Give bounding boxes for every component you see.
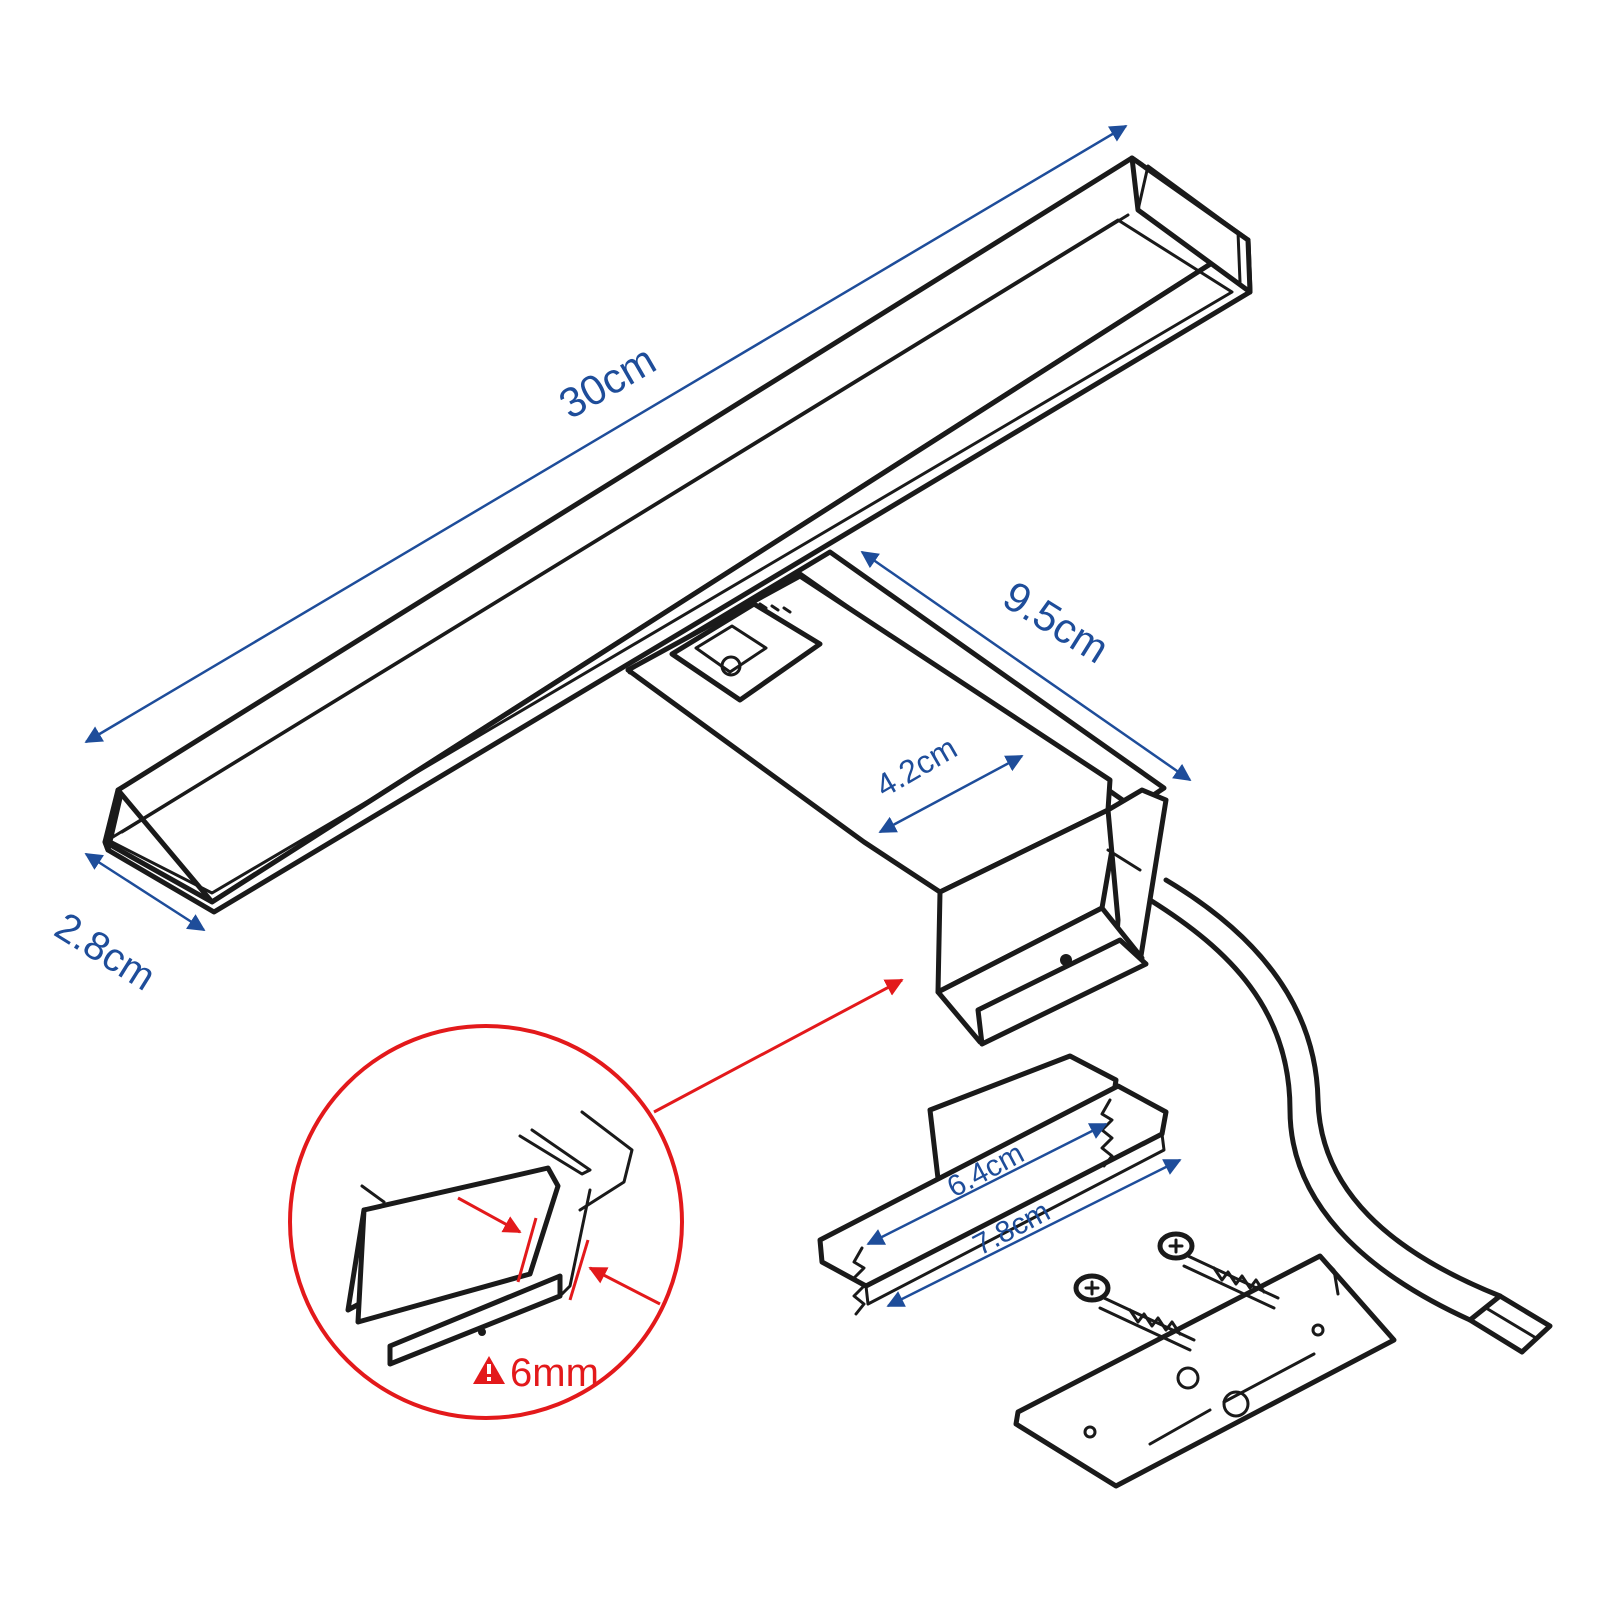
power-cable xyxy=(1147,877,1553,1355)
warning-triangle-icon xyxy=(473,1356,505,1384)
detail-thickness-label: 6mm xyxy=(510,1351,599,1395)
detail-clamp xyxy=(345,1110,661,1367)
side-screw-left xyxy=(852,1246,866,1316)
dim-lamp-length-label: 30cm xyxy=(551,336,663,428)
dim-lamp-depth-label: 2.8cm xyxy=(47,904,163,999)
mounting-plate xyxy=(1013,1253,1397,1489)
detail-callout: 6mm xyxy=(288,978,904,1420)
